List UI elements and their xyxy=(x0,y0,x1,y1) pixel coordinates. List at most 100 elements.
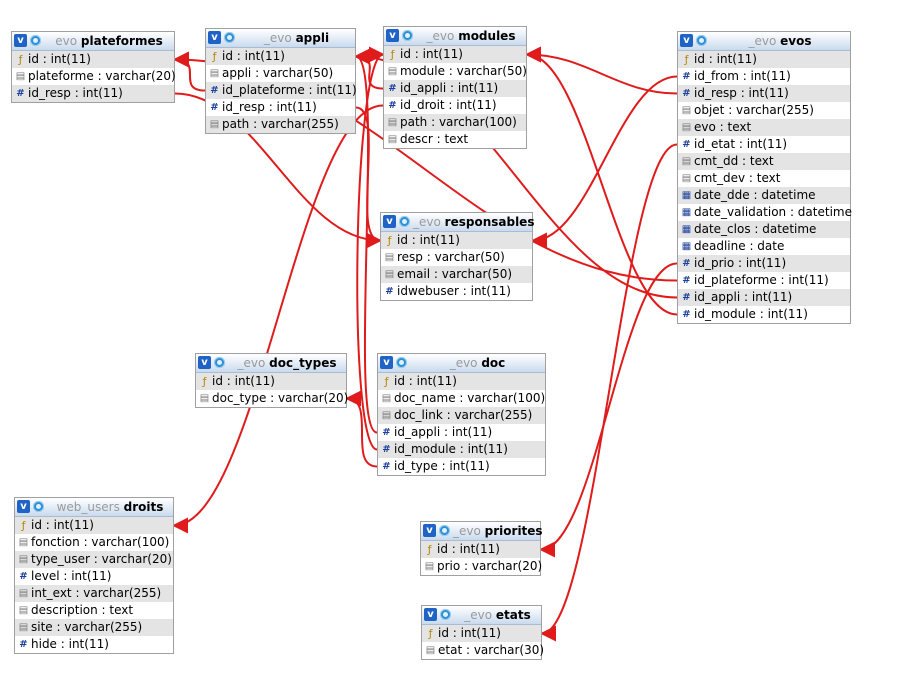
column-row[interactable]: #id_appli : int(11) xyxy=(678,289,850,306)
gear-icon[interactable] xyxy=(440,609,451,620)
column-row[interactable]: ▤description : text xyxy=(15,602,173,619)
collapse-toggle-icon[interactable]: v xyxy=(423,524,436,537)
gear-icon[interactable] xyxy=(396,357,407,368)
column-row[interactable]: #id_plateforme : int(11) xyxy=(206,82,357,99)
column-row[interactable]: #id_module : int(11) xyxy=(378,441,545,458)
column-row[interactable]: ▤appli : varchar(50) xyxy=(206,65,355,82)
column-row[interactable]: ▤prio : varchar(20) xyxy=(421,558,542,575)
table-header[interactable]: v_evo doc_types xyxy=(196,354,346,373)
table-header[interactable]: v_evo priorites xyxy=(421,522,543,541)
column-row[interactable]: ▤descr : text xyxy=(384,131,526,148)
gear-icon[interactable] xyxy=(224,32,235,43)
collapse-toggle-icon[interactable]: v xyxy=(383,215,396,228)
gear-icon[interactable] xyxy=(696,35,707,46)
collapse-toggle-icon[interactable]: v xyxy=(680,34,693,47)
column-label: cmt_dev : text xyxy=(694,171,781,185)
column-row[interactable]: ▦date_dde : datetime xyxy=(678,187,850,204)
gear-icon[interactable] xyxy=(399,216,410,227)
gear-icon[interactable] xyxy=(214,357,225,368)
column-row[interactable]: ▤fonction : varchar(100) xyxy=(15,534,173,551)
table-title: _evo etats xyxy=(454,606,541,624)
column-row[interactable]: #id_prio : int(11) xyxy=(678,255,850,272)
gear-icon[interactable] xyxy=(402,30,413,41)
column-row[interactable]: ▦date_validation : datetime xyxy=(678,204,852,221)
collapse-toggle-icon[interactable]: v xyxy=(208,31,221,44)
column-row[interactable]: #id_resp : int(11) xyxy=(12,85,174,102)
column-row[interactable]: #id_from : int(11) xyxy=(678,68,850,85)
column-row[interactable]: #id_appli : int(11) xyxy=(384,80,526,97)
column-row[interactable]: ▤int_ext : varchar(255) xyxy=(15,585,173,602)
column-row[interactable]: #id_etat : int(11) xyxy=(678,136,850,153)
table-header[interactable]: v_evo responsables xyxy=(381,213,534,232)
collapse-toggle-icon[interactable]: v xyxy=(386,29,399,42)
gear-icon[interactable] xyxy=(439,525,450,536)
column-row[interactable]: #id_droit : int(11) xyxy=(384,97,526,114)
text-icon: ▤ xyxy=(18,537,29,548)
column-row[interactable]: #id_resp : int(11) xyxy=(206,99,355,116)
table-name: doc xyxy=(481,356,506,370)
collapse-toggle-icon[interactable]: v xyxy=(17,500,30,513)
column-row[interactable]: ▦date_clos : datetime xyxy=(678,221,850,238)
collapse-toggle-icon[interactable]: v xyxy=(198,356,211,369)
column-row[interactable]: ▤path : varchar(100) xyxy=(384,114,526,131)
column-row[interactable]: ▤evo : text xyxy=(678,119,850,136)
column-row[interactable]: #id_appli : int(11) xyxy=(378,424,545,441)
column-row[interactable]: ▤site : varchar(255) xyxy=(15,619,173,636)
column-row[interactable]: ▤cmt_dev : text xyxy=(678,170,850,187)
column-row[interactable]: ▤path : varchar(255) xyxy=(206,116,355,133)
column-row[interactable]: #id_plateforme : int(11) xyxy=(678,272,850,289)
collapse-toggle-icon[interactable]: v xyxy=(14,34,27,47)
table-header[interactable]: v_evo appli xyxy=(206,29,355,48)
text-icon: ▤ xyxy=(381,393,392,404)
column-row[interactable]: ▤etat : varchar(30) xyxy=(422,642,544,659)
gear-icon[interactable] xyxy=(30,35,41,46)
column-row[interactable]: #id_module : int(11) xyxy=(678,306,850,323)
table-header[interactable]: v _evo etats xyxy=(422,606,541,625)
column-row[interactable]: ▤objet : varchar(255) xyxy=(678,102,850,119)
column-row[interactable]: ▤resp : varchar(50) xyxy=(381,249,532,266)
collapse-toggle-icon[interactable]: v xyxy=(380,356,393,369)
column-row[interactable]: #idwebuser : int(11) xyxy=(381,283,532,300)
column-row[interactable]: #level : int(11) xyxy=(15,568,173,585)
collapse-toggle-icon[interactable]: v xyxy=(424,608,437,621)
table-header[interactable]: v_evo modules xyxy=(384,27,526,46)
table-header[interactable]: v_evo evos xyxy=(678,32,850,51)
column-row[interactable]: ▤cmt_dd : text xyxy=(678,153,850,170)
column-row[interactable]: ▤type_user : varchar(20) xyxy=(15,551,173,568)
column-row[interactable]: ▤plateforme : varchar(20) xyxy=(12,68,176,85)
column-row[interactable]: ▦deadline : date xyxy=(678,238,850,255)
table-header[interactable]: v_evo doc xyxy=(378,354,545,373)
column-row[interactable]: ▤doc_type : varchar(20) xyxy=(196,390,348,407)
column-row[interactable]: #id_resp : int(11) xyxy=(678,85,850,102)
column-row[interactable]: ▤doc_link : varchar(255) xyxy=(378,407,545,424)
column-row[interactable]: #id_type : int(11) xyxy=(378,458,545,475)
column-row[interactable]: #hide : int(11) xyxy=(15,636,173,653)
column-row[interactable]: ▤module : varchar(50) xyxy=(384,63,527,80)
gear-icon[interactable] xyxy=(33,501,44,512)
column-row[interactable]: ▤email : varchar(50) xyxy=(381,266,532,283)
column-row[interactable]: ▤doc_name : varchar(100) xyxy=(378,390,545,407)
number-icon: # xyxy=(682,139,691,150)
